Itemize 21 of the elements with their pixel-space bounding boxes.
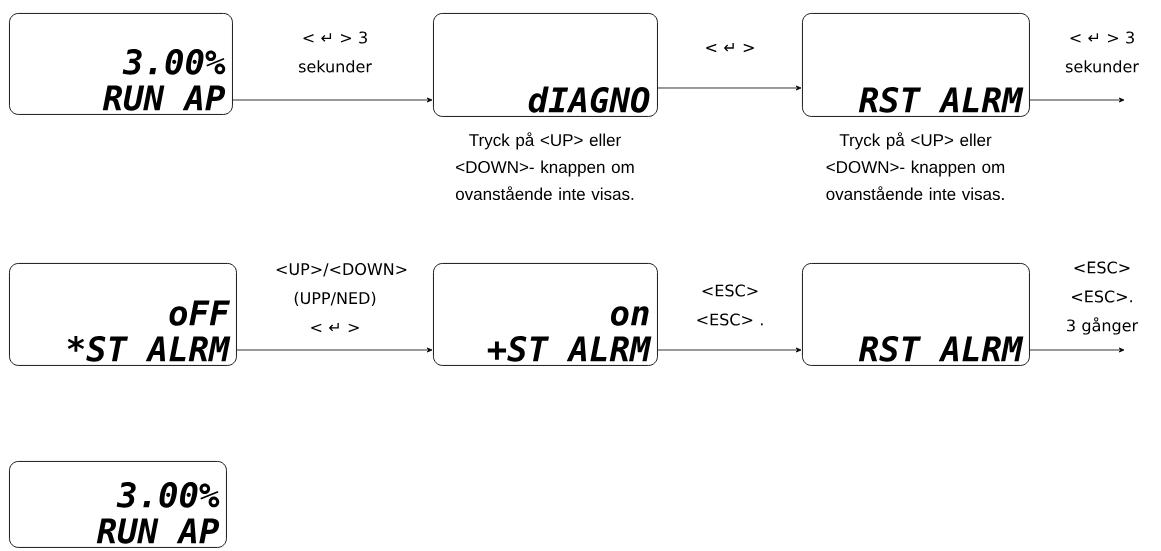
edge-label: < ↵ > [699,42,761,54]
edge-label: <UP>/<DOWN> (UPP/NED) < ↵ > [274,262,407,334]
edge-label: < ↵ > 3 sekunder [289,30,381,74]
arrow [1029,347,1125,353]
edge-label: <ESC> <ESC> . [694,283,766,327]
arrow [232,97,433,103]
lcd-display: 3.00% RUN AP [9,13,233,115]
lcd-display: on +ST ALRM [433,263,658,366]
edge-label: < ↵ > 3 sekunder [1056,30,1148,74]
lcd-display: dIAGNO [433,13,658,117]
lcd-display: 3.00% RUN AP [9,461,227,548]
arrow [657,85,802,91]
edge-label: <ESC> <ESC>. 3 gånger [1056,260,1148,336]
arrow [657,347,802,353]
lcd-display: oFF *ST ALRM [9,263,237,366]
lcd-display: RST ALRM [802,13,1030,117]
arrow [1029,97,1125,103]
caption-text: Tryck på <UP> eller <DOWN>- knappen om ovanstående inte visas. [826,132,1005,201]
lcd-display: RST ALRM [802,263,1030,366]
arrow [236,347,433,353]
caption-text: Tryck på <UP> eller <DOWN>- knappen om ovanstående inte visas. [455,132,634,201]
